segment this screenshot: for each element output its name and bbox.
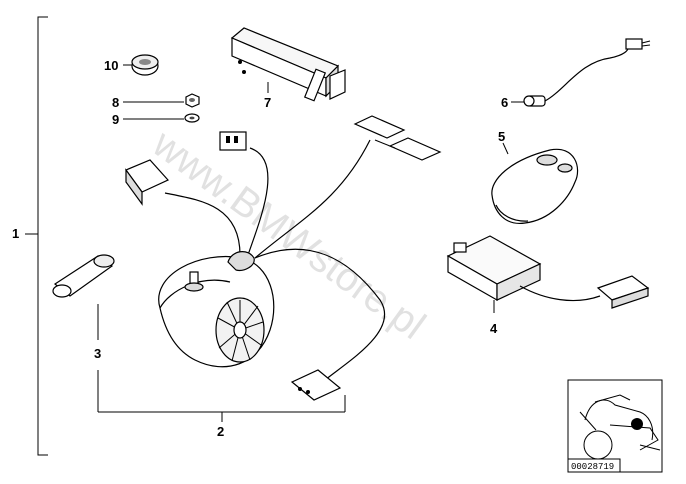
callout-9: 9 xyxy=(112,112,119,127)
grommet-part xyxy=(131,54,159,76)
vehicle-thumbnail: 00028719 xyxy=(567,379,663,473)
callout-8: 8 xyxy=(112,95,119,110)
callout-3: 3 xyxy=(94,346,101,361)
callout-6: 6 xyxy=(501,95,508,110)
callout-2: 2 xyxy=(217,424,224,439)
reference-number: 00028719 xyxy=(571,462,614,472)
sensor-cable-part xyxy=(523,38,651,107)
transponder-part xyxy=(52,254,115,298)
callout-1: 1 xyxy=(12,226,19,241)
control-unit-part xyxy=(446,235,650,309)
callout-7: 7 xyxy=(264,95,271,110)
siren-grille xyxy=(217,300,264,362)
callout-10: 10 xyxy=(104,58,118,73)
location-marker xyxy=(631,418,643,430)
leader-lines xyxy=(97,64,528,422)
washer-part xyxy=(184,113,200,123)
callout-5: 5 xyxy=(498,129,505,144)
siren-harness-part xyxy=(125,115,442,401)
callout-labels: 1 2 3 4 5 6 7 8 9 10 xyxy=(12,58,508,439)
bracket-1 xyxy=(25,16,48,456)
nut-part xyxy=(185,93,200,108)
callout-4: 4 xyxy=(490,321,498,336)
remote-fob-part xyxy=(491,148,579,224)
module-housing-part xyxy=(230,27,346,102)
